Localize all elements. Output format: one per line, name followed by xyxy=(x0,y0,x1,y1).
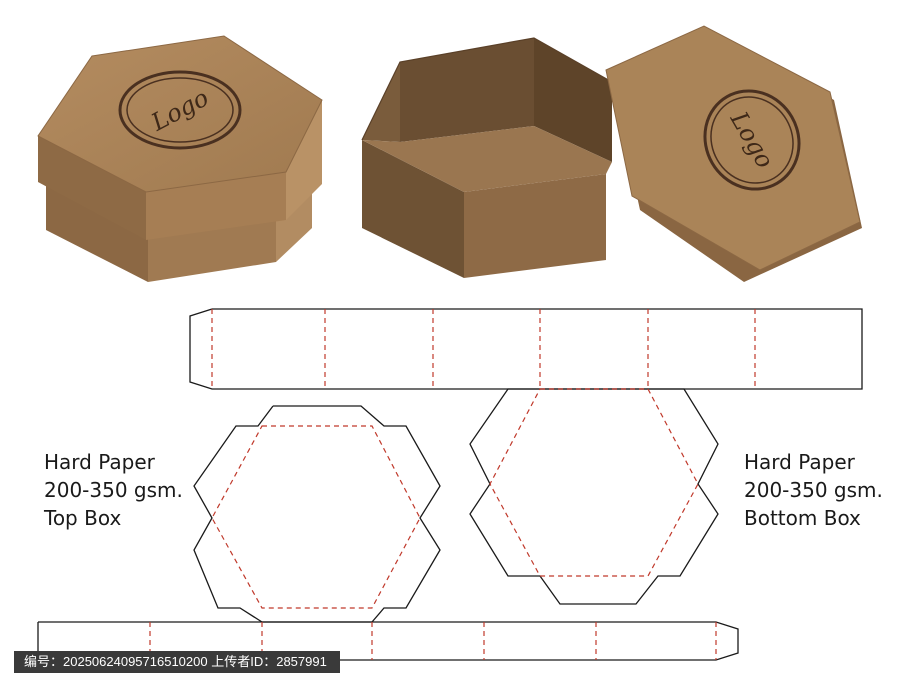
tilted-lid-top xyxy=(605,25,861,271)
top-box-part: Top Box xyxy=(44,506,122,530)
closed-box-logo-ring-inner xyxy=(126,77,234,143)
bottom-box-part: Bottom Box xyxy=(744,506,861,530)
open-box-rim xyxy=(361,37,613,141)
closed-box-lid-right xyxy=(286,100,322,220)
dieline-side-strip-top xyxy=(189,308,863,390)
dieline-bottom-box xyxy=(469,388,719,605)
bottom-box-weight: 200-350 gsm. xyxy=(744,478,883,502)
open-box-side-front xyxy=(464,174,606,278)
open-box-inner-floor xyxy=(362,126,612,192)
bottom-box-material: Hard Paper xyxy=(744,450,855,474)
open-box xyxy=(361,37,613,278)
open-box-side-left xyxy=(362,140,464,278)
image-id-footer: 编号：20250624095716510200 上传者ID：2857991 xyxy=(14,651,340,673)
closed-box xyxy=(37,35,323,282)
top-box-spec: Hard Paper 200-350 gsm. Top Box xyxy=(44,448,183,532)
top-box-fold-hex xyxy=(211,425,421,609)
open-box-inner-back xyxy=(400,38,534,142)
tilted-lid-logo-ring-outer xyxy=(703,89,801,191)
strip-top-cut xyxy=(189,308,863,390)
closed-box-base-left xyxy=(46,178,148,282)
closed-box-lid-top xyxy=(37,35,323,193)
tilted-lid xyxy=(605,25,862,282)
top-box-cut xyxy=(193,405,441,623)
closed-box-lid-front xyxy=(146,172,286,240)
closed-box-logo-ring-outer xyxy=(118,70,242,150)
bottom-box-cut xyxy=(469,388,719,605)
top-box-material: Hard Paper xyxy=(44,450,155,474)
top-box-weight: 200-350 gsm. xyxy=(44,478,183,502)
bottom-box-spec: Hard Paper 200-350 gsm. Bottom Box xyxy=(744,448,883,532)
strip-top-folds xyxy=(211,309,756,389)
dieline-top-box xyxy=(193,405,441,623)
tilted-lid-logo-ring-inner xyxy=(710,96,794,184)
closed-box-lid-left xyxy=(38,136,146,240)
bottom-box-fold-hex xyxy=(489,388,699,577)
open-box-inner-back-right xyxy=(534,38,612,162)
